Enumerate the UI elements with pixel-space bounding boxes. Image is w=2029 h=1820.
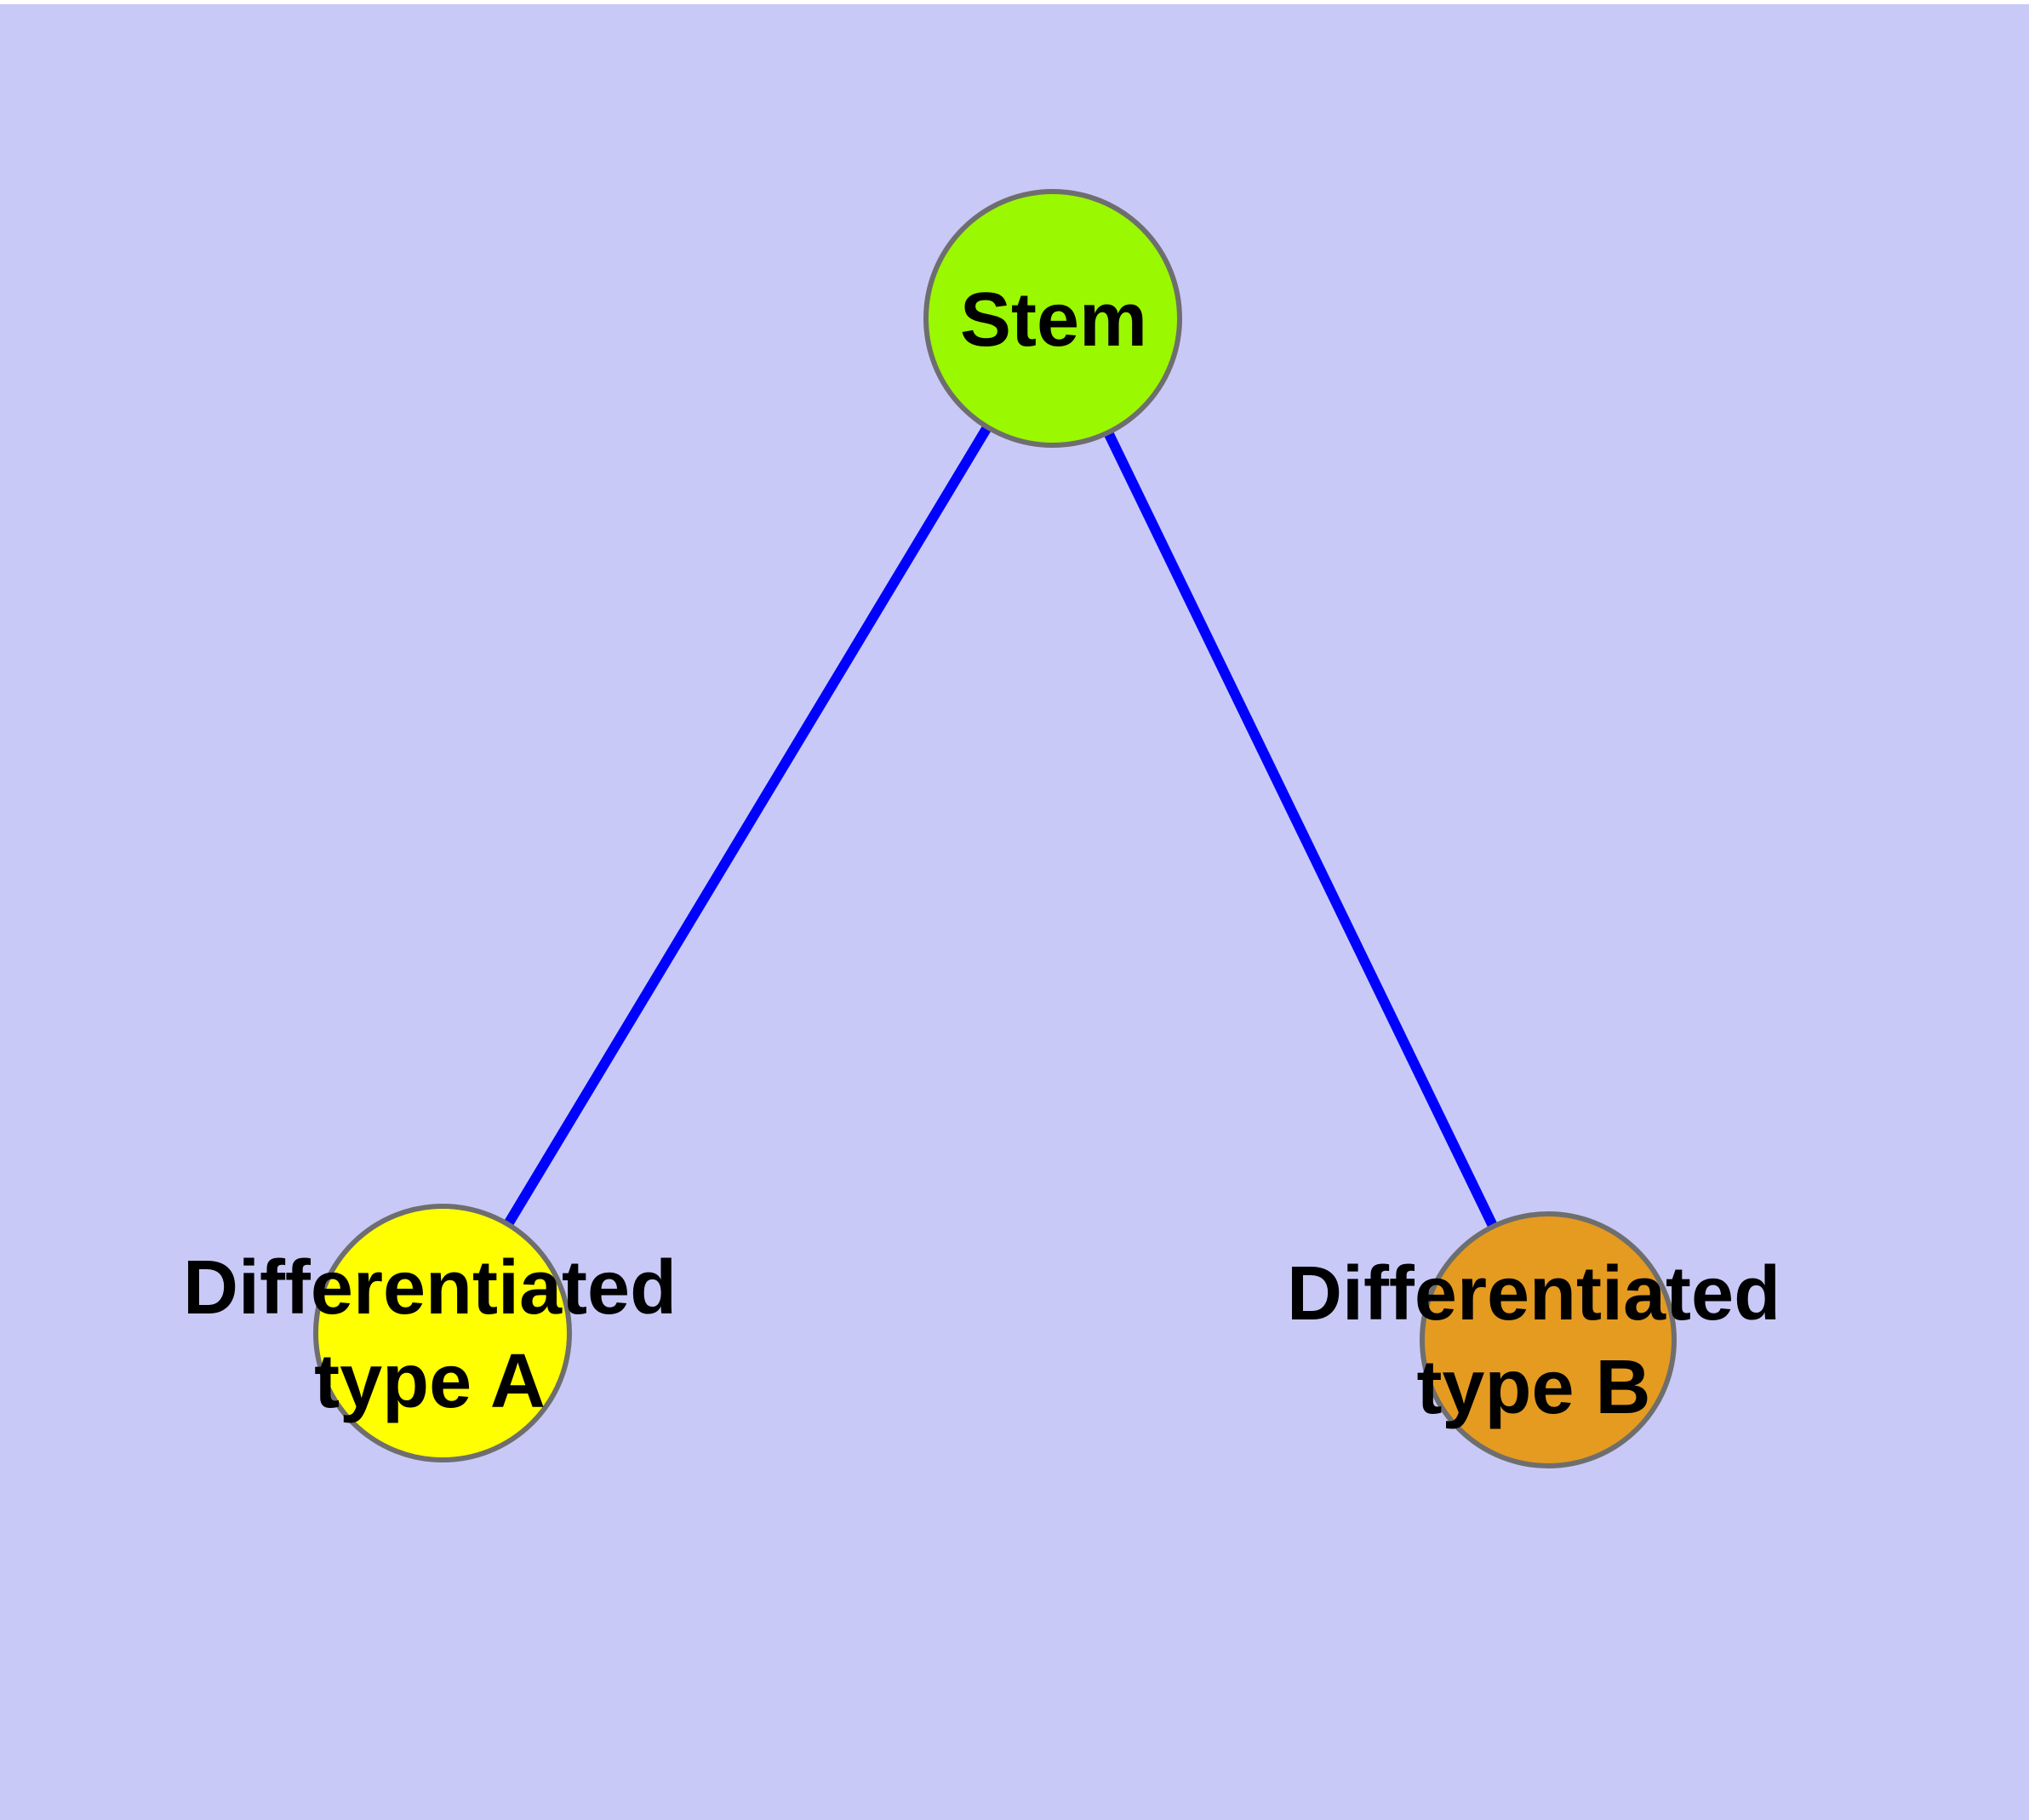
node-differentiated-type-a xyxy=(313,1204,572,1462)
node-label-type-b-line2: type B xyxy=(1416,1345,1651,1430)
node-label-stem-text: Stem xyxy=(959,278,1148,363)
node-stem xyxy=(923,189,1182,448)
node-label-differentiated-type-b: Differentiated type B xyxy=(1287,1247,1780,1434)
node-label-type-a-line2: type A xyxy=(314,1339,546,1424)
node-label-stem: Stem xyxy=(960,273,1147,367)
node-label-differentiated-type-a: Differentiated type A xyxy=(183,1241,677,1428)
node-differentiated-type-b xyxy=(1420,1211,1677,1468)
edge-stem-to-type-a xyxy=(437,315,1058,1336)
node-label-type-b-line1: Differentiated xyxy=(1286,1251,1781,1336)
node-label-type-a-line1: Differentiated xyxy=(182,1245,677,1331)
edge-stem-to-type-b xyxy=(1048,316,1553,1342)
